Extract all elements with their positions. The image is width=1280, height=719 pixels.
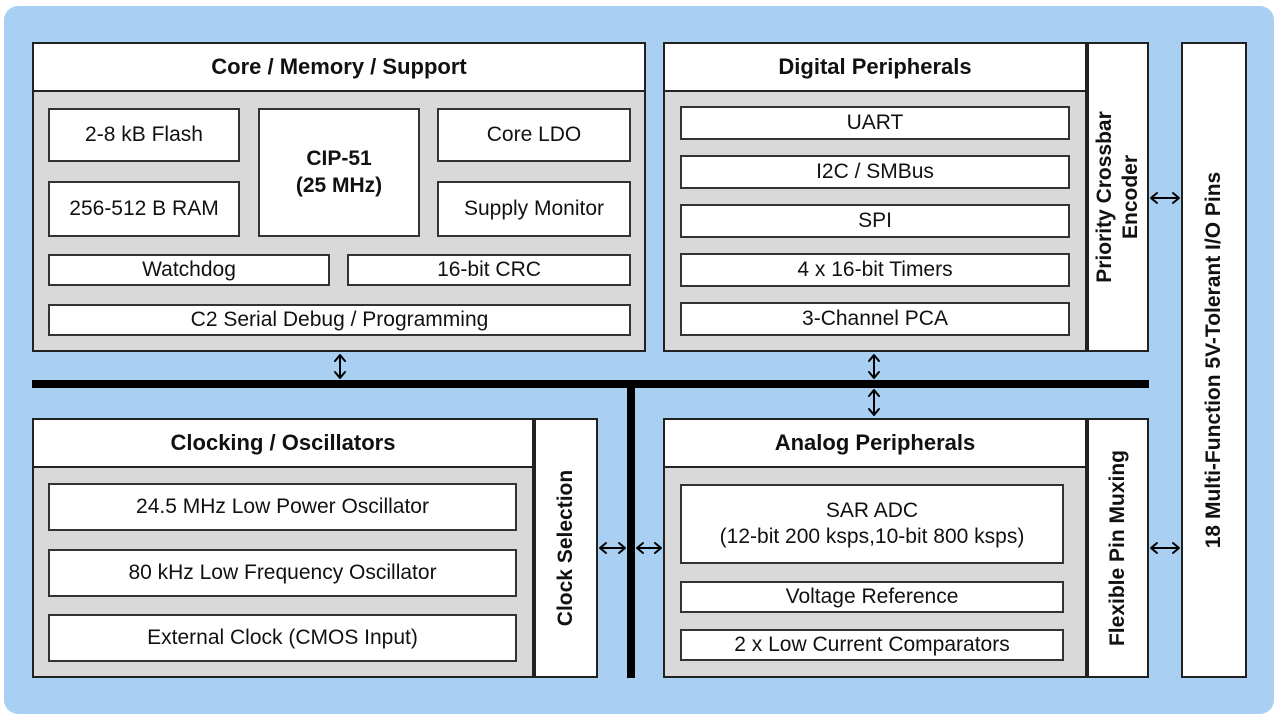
digital-block-title: Digital Peripherals [665,44,1085,92]
core-ldo-box: Core LDO [437,108,631,162]
cpu-frequency: (25 MHz) [295,173,383,197]
spi-box: SPI [680,204,1070,238]
watchdog-box: Watchdog [48,254,330,286]
supply-monitor-box: Supply Monitor [437,181,631,237]
adc-spec: (12-bit 200 ksps,10-bit 800 ksps) [719,525,1025,548]
debug-box: C2 Serial Debug / Programming [48,304,631,336]
comparators-box: 2 x Low Current Comparators [680,629,1064,661]
timers-box: 4 x 16-bit Timers [680,253,1070,287]
voltage-reference-box: Voltage Reference [680,581,1064,613]
analog-block-title: Analog Peripherals [665,420,1085,468]
clock-selection: Clock Selection [534,418,598,678]
bus-analog-arrow [636,542,662,554]
analog-bus-arrow [868,389,880,416]
system-bus-vertical [627,380,635,678]
crossbar-io-arrow [1150,192,1180,204]
priority-crossbar-encoder: Priority Crossbar Encoder [1087,42,1149,352]
lf-oscillator-box: 80 kHz Low Frequency Oscillator [48,549,517,597]
adc-name: SAR ADC [825,498,919,522]
core-bus-arrow [334,354,346,379]
lp-oscillator-box: 24.5 MHz Low Power Oscillator [48,483,517,531]
clocking-block-title: Clocking / Oscillators [34,420,532,468]
digital-bus-arrow [868,354,880,379]
sar-adc-box: SAR ADC (12-bit 200 ksps,10-bit 800 ksps… [680,484,1064,564]
flexible-pin-muxing: Flexible Pin Muxing [1087,418,1149,678]
uart-box: UART [680,106,1070,140]
core-block-title: Core / Memory / Support [34,44,644,92]
ram-box: 256-512 B RAM [48,181,240,237]
cpu-name: CIP-51 [306,147,372,171]
external-clock-box: External Clock (CMOS Input) [48,614,517,662]
clock-bus-arrow [599,542,626,554]
i2c-smbus-box: I2C / SMBus [680,155,1070,189]
io-pins-column: 18 Multi-Function 5V-Tolerant I/O Pins [1181,42,1247,678]
flash-box: 2-8 kB Flash [48,108,240,162]
pca-box: 3-Channel PCA [680,302,1070,336]
system-bus-horizontal [32,380,1149,388]
digital-peripherals-block: Digital Peripherals [663,42,1087,352]
crc-box: 16-bit CRC [347,254,631,286]
cpu-box: CIP-51 (25 MHz) [258,108,420,237]
muxing-io-arrow [1150,542,1180,554]
